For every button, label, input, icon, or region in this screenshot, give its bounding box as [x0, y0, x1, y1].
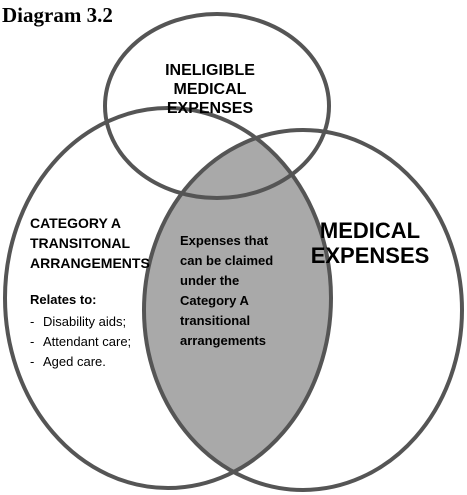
- ineligible-label-line-2: MEDICAL: [174, 81, 247, 98]
- intersection-line-3: under the: [180, 273, 239, 288]
- ineligible-label-line-3: EXPENSES: [167, 100, 254, 117]
- relates-to-label: Relates to:: [30, 292, 96, 307]
- bullet-dash-3: -: [30, 354, 34, 369]
- category-a-heading-line-2: TRANSITONAL: [30, 235, 131, 251]
- intersection-line-1: Expenses that: [180, 233, 269, 248]
- category-a-heading-line-3: ARRANGEMENTS: [30, 255, 150, 271]
- diagram-title: Diagram 3.2: [2, 3, 113, 27]
- medical-expenses-circle: [142, 128, 464, 492]
- intersection-region: [144, 130, 331, 488]
- ineligible-label-line-1: INELIGIBLE: [165, 62, 255, 79]
- intersection-line-2: can be claimed: [180, 253, 273, 268]
- bullet-dash-1: -: [30, 314, 34, 329]
- intersection-line-5: transitional: [180, 313, 250, 328]
- relates-item-3: Aged care.: [43, 354, 106, 369]
- medical-expenses-line-1: MEDICAL: [320, 218, 420, 243]
- intersection-line-4: Category A: [180, 293, 249, 308]
- category-a-heading-line-1: CATEGORY A: [30, 215, 121, 231]
- medical-expenses-line-2: EXPENSES: [311, 243, 430, 268]
- bullet-dash-2: -: [30, 334, 34, 349]
- relates-item-1: Disability aids;: [43, 314, 126, 329]
- relates-item-2: Attendant care;: [43, 334, 131, 349]
- ineligible-circle: [103, 12, 331, 200]
- intersection-line-6: arrangements: [180, 333, 266, 348]
- category-a-circle: [3, 106, 333, 490]
